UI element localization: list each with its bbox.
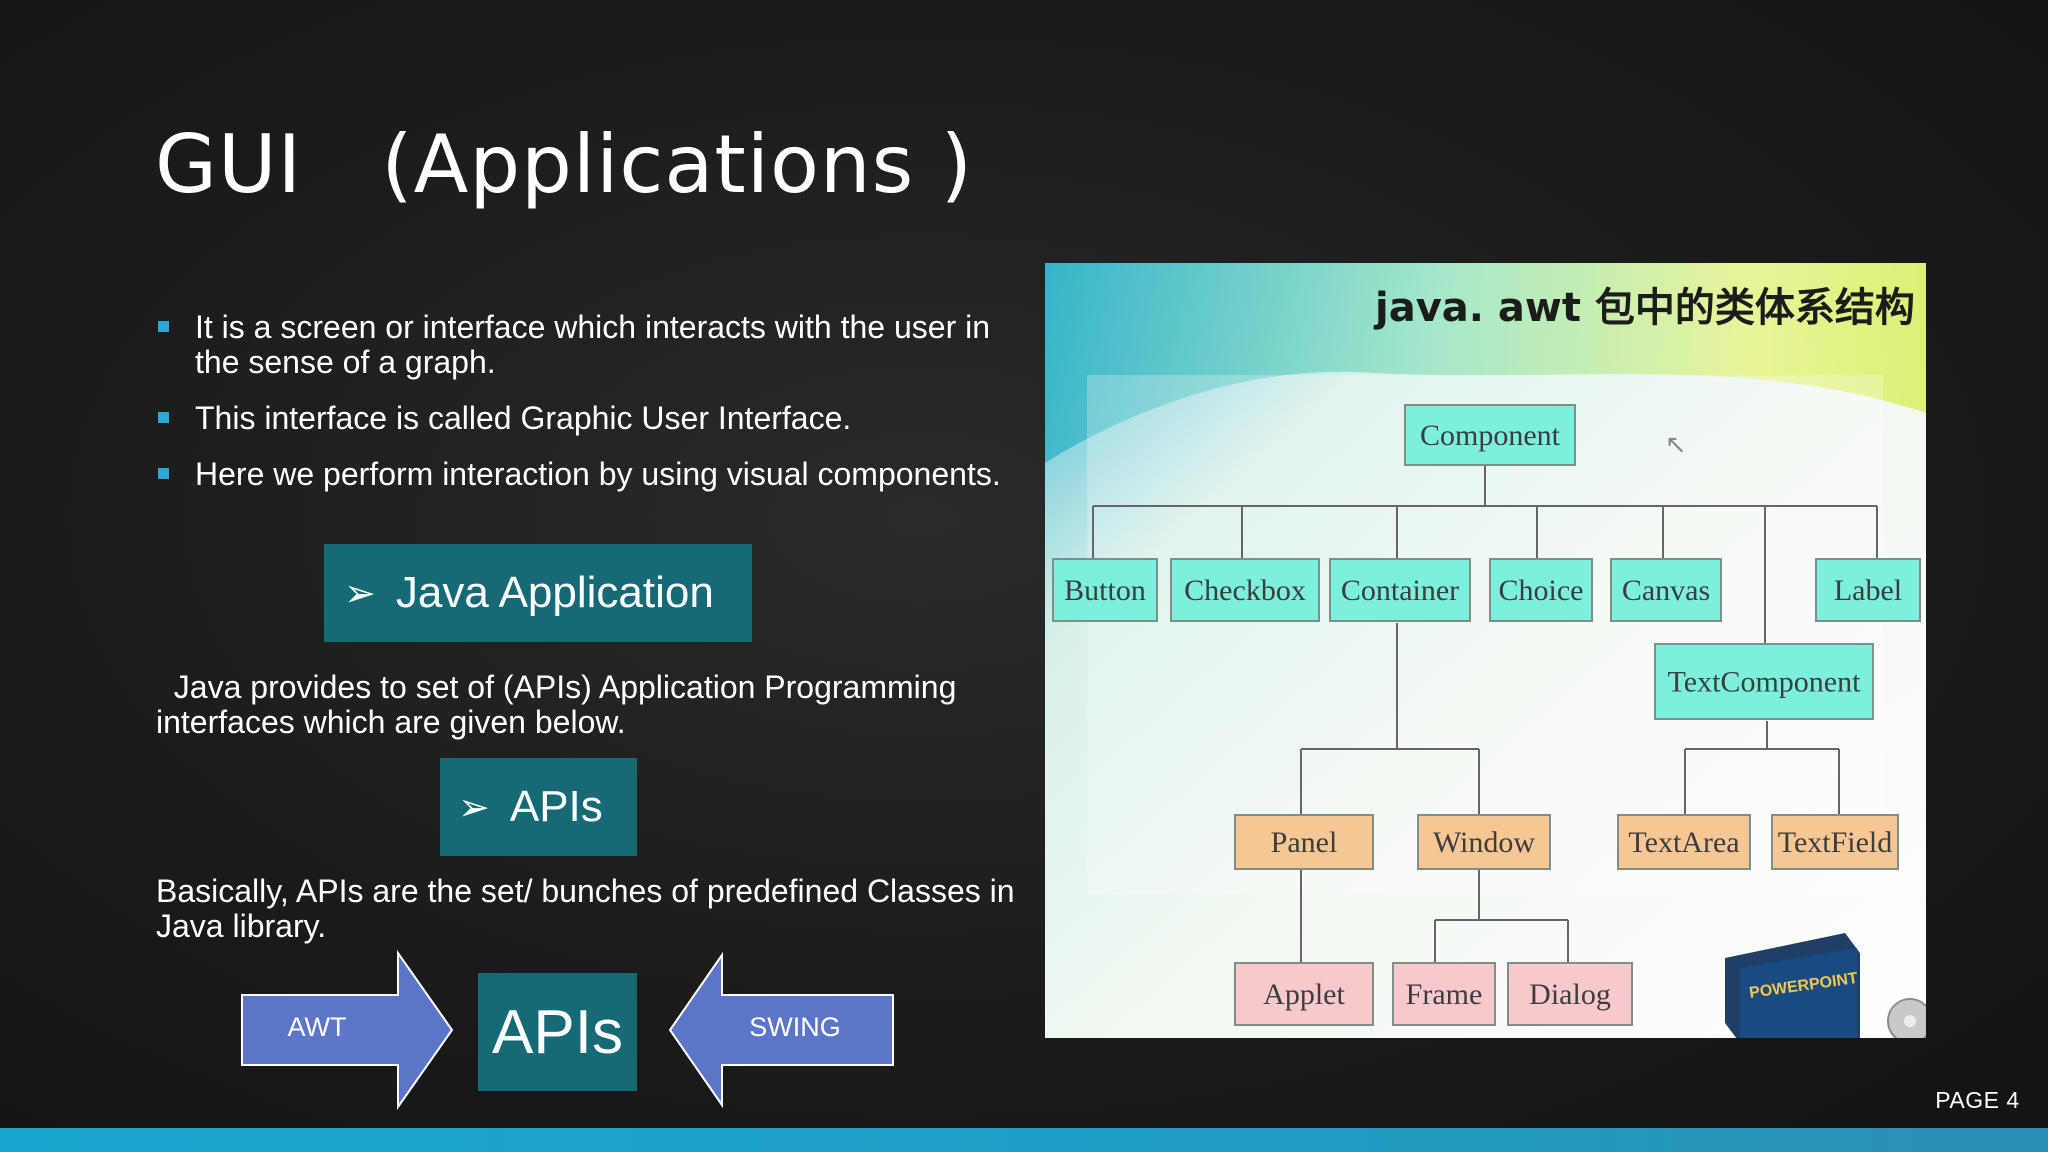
right-pointing-arrow-shape — [241, 949, 454, 1111]
node-label-canvas: Canvas — [1622, 574, 1710, 607]
node-box-checkbox — [1170, 558, 1320, 622]
swing-label: SWING — [749, 1012, 841, 1042]
node-box-label — [1815, 558, 1921, 622]
node-label-frame: Frame — [1406, 978, 1483, 1011]
node-label-textarea: TextArea — [1628, 826, 1739, 859]
square-bullet-icon — [158, 468, 169, 479]
hierarchy-connectors — [1092, 465, 1878, 963]
bullet-text: It is a screen or interface which intera… — [195, 309, 991, 380]
mouse-cursor-icon: ↖ — [1665, 430, 1687, 460]
slide-title: GUI (Applications ) — [155, 118, 973, 211]
node-label-textcomponent: TextComponent — [1668, 666, 1862, 699]
apis-label: APIs — [509, 782, 603, 831]
node-box-textarea — [1617, 814, 1751, 870]
node-box-window — [1417, 814, 1551, 870]
node-box-choice — [1489, 558, 1593, 622]
java-application-box: ➢ Java Application — [324, 544, 752, 642]
node-box-textcomponent — [1654, 643, 1874, 720]
apis-box: ➢ APIs — [440, 758, 637, 856]
bullet-text: Here we perform interaction by using vis… — [195, 456, 1001, 492]
square-bullet-icon — [158, 321, 169, 332]
left-pointing-arrow-shape — [668, 951, 894, 1109]
figure-title: java. awt 包中的类体系结构 — [1373, 285, 1915, 331]
square-bullet-icon — [158, 412, 169, 423]
node-label-component: Component — [1420, 419, 1561, 452]
node-label-textfield: TextField — [1778, 826, 1893, 859]
node-label-window: Window — [1433, 826, 1535, 859]
node-box-canvas — [1610, 558, 1722, 622]
node-box-panel — [1234, 814, 1374, 870]
powerpoint-product-box-image: POWERPOINT — [1725, 933, 1926, 1038]
node-box-applet — [1234, 962, 1374, 1026]
bottom-accent-bar — [0, 1128, 2048, 1152]
node-box-container — [1329, 558, 1471, 622]
bullet-item: It is a screen or interface which intera… — [158, 310, 1008, 380]
apis-definition: Basically, APIs are the set/ bunches of … — [156, 873, 1015, 944]
node-label-dialog: Dialog — [1529, 978, 1611, 1011]
apis-center-box: APIs — [478, 973, 637, 1091]
figure-top-swoosh — [1045, 263, 1926, 463]
node-box-frame — [1392, 962, 1496, 1026]
node-label-label: Label — [1834, 574, 1902, 607]
node-label-container: Container — [1341, 574, 1459, 607]
arrow-bullet-icon: ➢ — [344, 571, 376, 615]
node-box-textfield — [1771, 814, 1899, 870]
api-arrows-diagram — [241, 949, 894, 1111]
bullet-list: It is a screen or interface which intera… — [158, 310, 1008, 513]
node-label-panel: Panel — [1271, 826, 1338, 859]
node-label-choice: Choice — [1499, 574, 1584, 607]
node-label-applet: Applet — [1263, 978, 1345, 1011]
node-label-button: Button — [1064, 574, 1146, 607]
page-number-label: PAGE 4 — [1907, 1069, 2048, 1131]
api-description: Java provides to set of (APIs) Applicati… — [156, 669, 966, 740]
node-box-component — [1404, 404, 1576, 466]
awt-label: AWT — [287, 1012, 347, 1042]
node-box-button — [1052, 558, 1158, 622]
bullet-item: This interface is called Graphic User In… — [158, 401, 1008, 436]
arrow-bullet-icon: ➢ — [458, 785, 490, 829]
node-box-dialog — [1507, 962, 1633, 1026]
java-application-label: Java Application — [395, 568, 714, 617]
bullet-item: Here we perform interaction by using vis… — [158, 457, 1008, 492]
apis-center-label: APIs — [492, 997, 623, 1067]
node-label-checkbox: Checkbox — [1184, 574, 1306, 607]
bullet-text: This interface is called Graphic User In… — [195, 400, 852, 436]
